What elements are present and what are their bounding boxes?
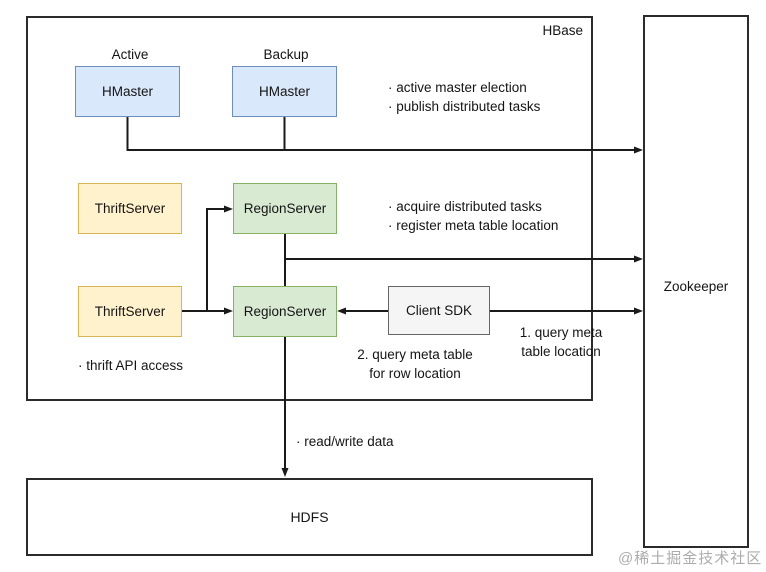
- hdfs-label: HDFS: [290, 509, 329, 525]
- annotation-query-table: 2. query meta table for row location: [344, 345, 486, 383]
- backup-role-label: Backup: [263, 47, 309, 62]
- annotation-region-tasks-line2: · register meta table location: [388, 218, 559, 233]
- client-sdk-label: Client SDK: [405, 303, 473, 318]
- zookeeper-box: [643, 15, 749, 548]
- thrift-server-1-label: ThriftServer: [94, 201, 166, 216]
- hmaster-active-node: HMaster: [75, 66, 180, 117]
- annotation-read-write: · read/write data: [296, 434, 394, 449]
- client-sdk-node: Client SDK: [388, 286, 490, 335]
- annotation-query-table-line1: 2. query meta table: [357, 347, 473, 362]
- hdfs-box: [26, 478, 593, 556]
- active-role-label: Active: [111, 47, 149, 62]
- annotation-query-meta-line2: table location: [521, 344, 601, 359]
- zookeeper-label: Zookeeper: [663, 279, 729, 294]
- annotation-query-meta-line1: 1. query meta: [519, 325, 603, 340]
- region-server-1-node: RegionServer: [233, 183, 337, 234]
- hbase-frame-title: HBase: [542, 23, 583, 38]
- edge-thrift2-to-region1: [206, 205, 233, 311]
- annotation-query-meta: 1. query meta table location: [500, 323, 622, 361]
- region-server-2-node: RegionServer: [233, 286, 337, 337]
- watermark-text: @稀土掘金技术社区: [618, 550, 763, 567]
- annotation-query-table-line2: for row location: [369, 366, 461, 381]
- thrift-server-2-label: ThriftServer: [94, 304, 166, 319]
- annotation-master-tasks-line2: · publish distributed tasks: [388, 99, 541, 114]
- region-server-2-label: RegionServer: [243, 304, 327, 319]
- annotation-region-tasks-line1: · acquire distributed tasks: [388, 199, 542, 214]
- hmaster-active-label: HMaster: [101, 84, 153, 99]
- annotation-master-tasks-line1: · active master election: [388, 80, 527, 95]
- thrift-server-1-node: ThriftServer: [78, 183, 182, 234]
- hmaster-backup-label: HMaster: [258, 84, 310, 99]
- hmaster-backup-node: HMaster: [232, 66, 337, 117]
- region-server-1-label: RegionServer: [243, 201, 327, 216]
- annotation-thrift-access: · thrift API access: [78, 358, 184, 373]
- thrift-server-2-node: ThriftServer: [78, 286, 182, 337]
